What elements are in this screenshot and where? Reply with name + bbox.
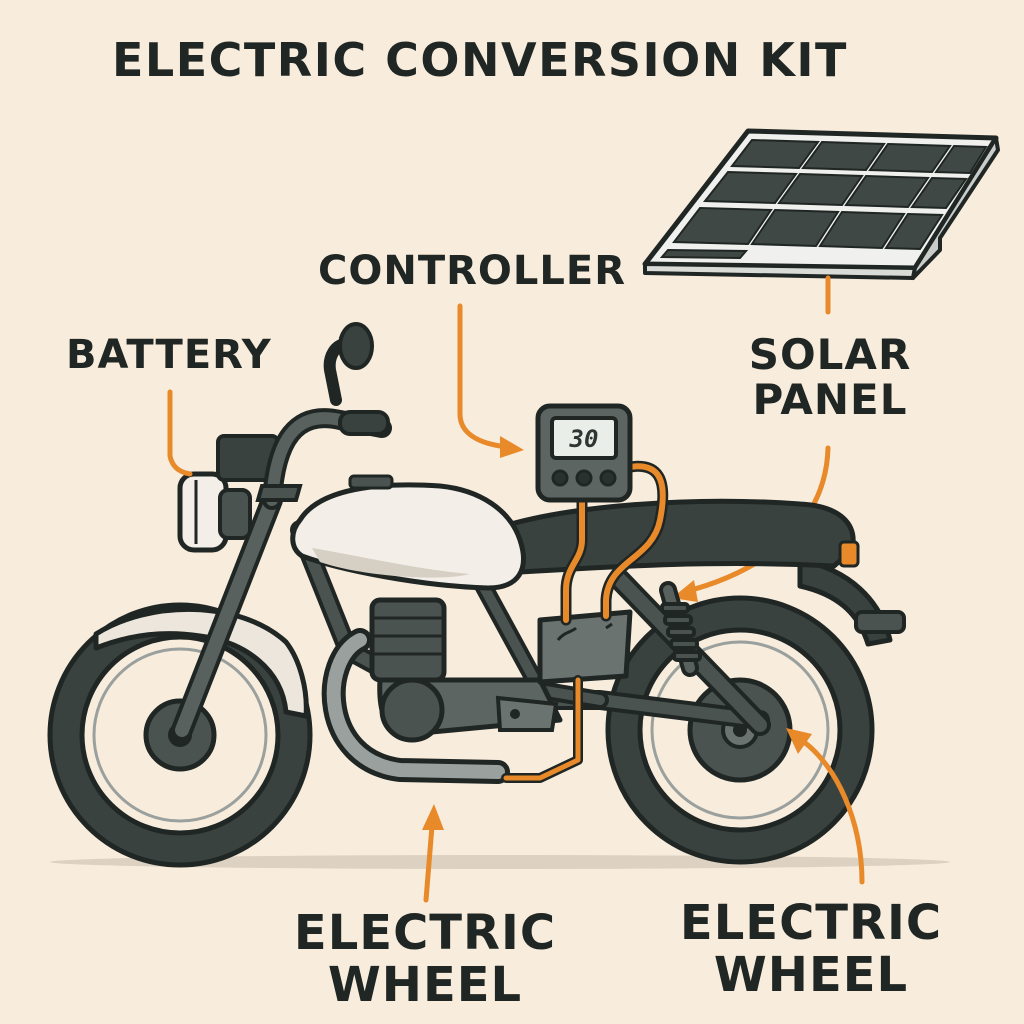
handlebar-grip	[338, 410, 390, 436]
controller-button-1	[551, 469, 569, 487]
exhaust	[321, 628, 510, 784]
label-electric-wheel-rear-line-2: WHEEL	[713, 946, 909, 1003]
controller-button-2	[575, 469, 593, 487]
solar-cells	[659, 138, 988, 260]
front-fork	[171, 489, 283, 741]
rear-shock	[659, 581, 702, 677]
tail-light	[838, 540, 860, 568]
battery-pointer-line	[167, 389, 193, 477]
controller-wires	[501, 460, 669, 783]
label-battery: BATTERY	[66, 332, 272, 378]
label-solar-panel-line-2: PANEL	[752, 375, 908, 425]
label-controller: CONTROLLER	[318, 248, 627, 294]
label-electric-wheel-rear: ELECTRIC WHEEL	[676, 895, 946, 1003]
label-electric-wheel-front-line-2: WHEEL	[327, 956, 523, 1013]
controller-arrowhead	[500, 436, 524, 458]
controller-display-text: 30	[569, 425, 599, 453]
controller-pointer-arrow	[457, 303, 503, 449]
label-solar-panel-line-1: SOLAR	[748, 330, 912, 379]
page-title: ELECTRIC CONVERSION KIT	[112, 33, 848, 87]
label-electric-wheel-rear-line-1: ELECTRIC	[679, 895, 943, 951]
engine	[369, 597, 563, 743]
solar-panel	[642, 128, 1000, 280]
rear-rack	[854, 610, 906, 634]
label-electric-wheel-front: ELECTRIC WHEEL	[290, 905, 560, 1013]
label-solar-panel: SOLAR PANEL	[730, 332, 930, 423]
front-wheel-arrowhead	[422, 804, 444, 830]
mirror	[338, 322, 374, 370]
rear-wheel-arrowhead	[786, 728, 812, 754]
controller-button-3	[599, 469, 617, 487]
battery-box	[537, 609, 633, 685]
rear-wheel-pointer-line	[801, 739, 865, 885]
rear-wheel	[605, 595, 875, 865]
controller-screen	[550, 416, 618, 460]
headlight	[177, 471, 252, 553]
front-wheel-pointer-line	[423, 823, 435, 903]
fork-clamp	[255, 484, 303, 502]
controller-unit: 30	[535, 403, 633, 503]
front-fender	[93, 606, 309, 719]
seat	[489, 498, 856, 575]
label-electric-wheel-front-line-1: ELECTRIC	[293, 905, 557, 961]
fuel-tank	[290, 474, 526, 591]
